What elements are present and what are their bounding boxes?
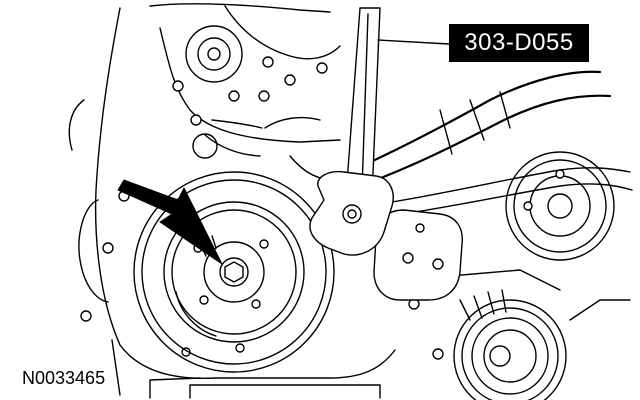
callout-arrow-icon (117, 179, 223, 265)
tool-number-callout: 303-D055 (449, 24, 589, 62)
figure-number: N0033465 (22, 368, 106, 388)
accessory-pulley (505, 151, 615, 261)
ribbed-pulley (449, 269, 631, 400)
upper-boss (172, 25, 328, 159)
holding-wrench-tool (309, 7, 450, 256)
engine-front-cover (68, 3, 396, 399)
tensioner-bracket (373, 209, 463, 301)
